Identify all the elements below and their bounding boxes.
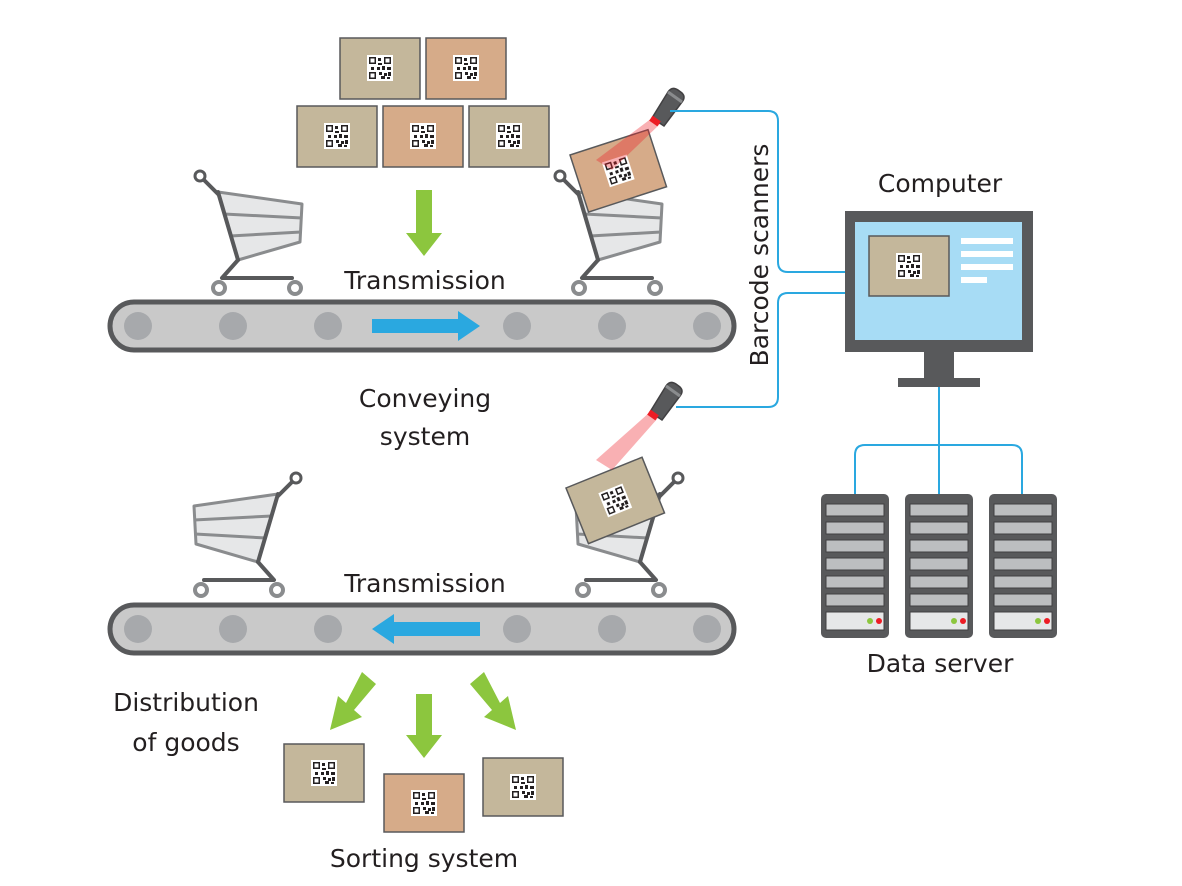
scanned-box <box>569 128 668 214</box>
arrow-left-icon <box>372 614 480 644</box>
box-stack-top <box>296 37 550 168</box>
barcode-scanner-icon <box>647 86 686 128</box>
arrow-down-icon <box>406 694 442 758</box>
transmission-label-bottom: Transmission <box>344 569 506 598</box>
computer-label: Computer <box>877 169 1003 198</box>
server-rack-icon <box>904 493 974 639</box>
down-arrow-icon <box>406 190 442 256</box>
distribution-label-line2: of goods <box>132 728 240 757</box>
shopping-cart-icon <box>192 471 303 598</box>
arrow-down-right-icon <box>470 672 516 730</box>
scanner-beam <box>596 118 660 170</box>
transmission-label-top: Transmission <box>344 266 506 295</box>
conveyor-belt-bottom <box>107 602 737 656</box>
server-rack-icon <box>820 493 890 639</box>
distribution-label-line1: Distribution <box>113 688 259 717</box>
conveying-system-label-line2: system <box>379 422 471 451</box>
scanner-beam <box>596 412 658 470</box>
conveying-system-label-line1: Conveying <box>358 384 492 413</box>
server-rack-icon <box>988 493 1058 639</box>
distribution-arrows <box>330 672 516 758</box>
sorting-system-label: Sorting system <box>329 844 519 873</box>
conveyor-belt-top <box>107 299 737 353</box>
sorted-boxes <box>283 743 564 833</box>
arrow-right-icon <box>372 311 480 341</box>
barcode-scanner-icon <box>645 380 684 422</box>
monitor-icon <box>845 211 1033 387</box>
barcode-scanners-label: Barcode scanners <box>745 143 774 367</box>
network-cables <box>670 110 1023 494</box>
scanned-box <box>565 456 666 545</box>
shopping-cart-icon <box>193 169 304 296</box>
data-server-label: Data server <box>866 649 1014 678</box>
arrow-down-left-icon <box>330 672 376 730</box>
